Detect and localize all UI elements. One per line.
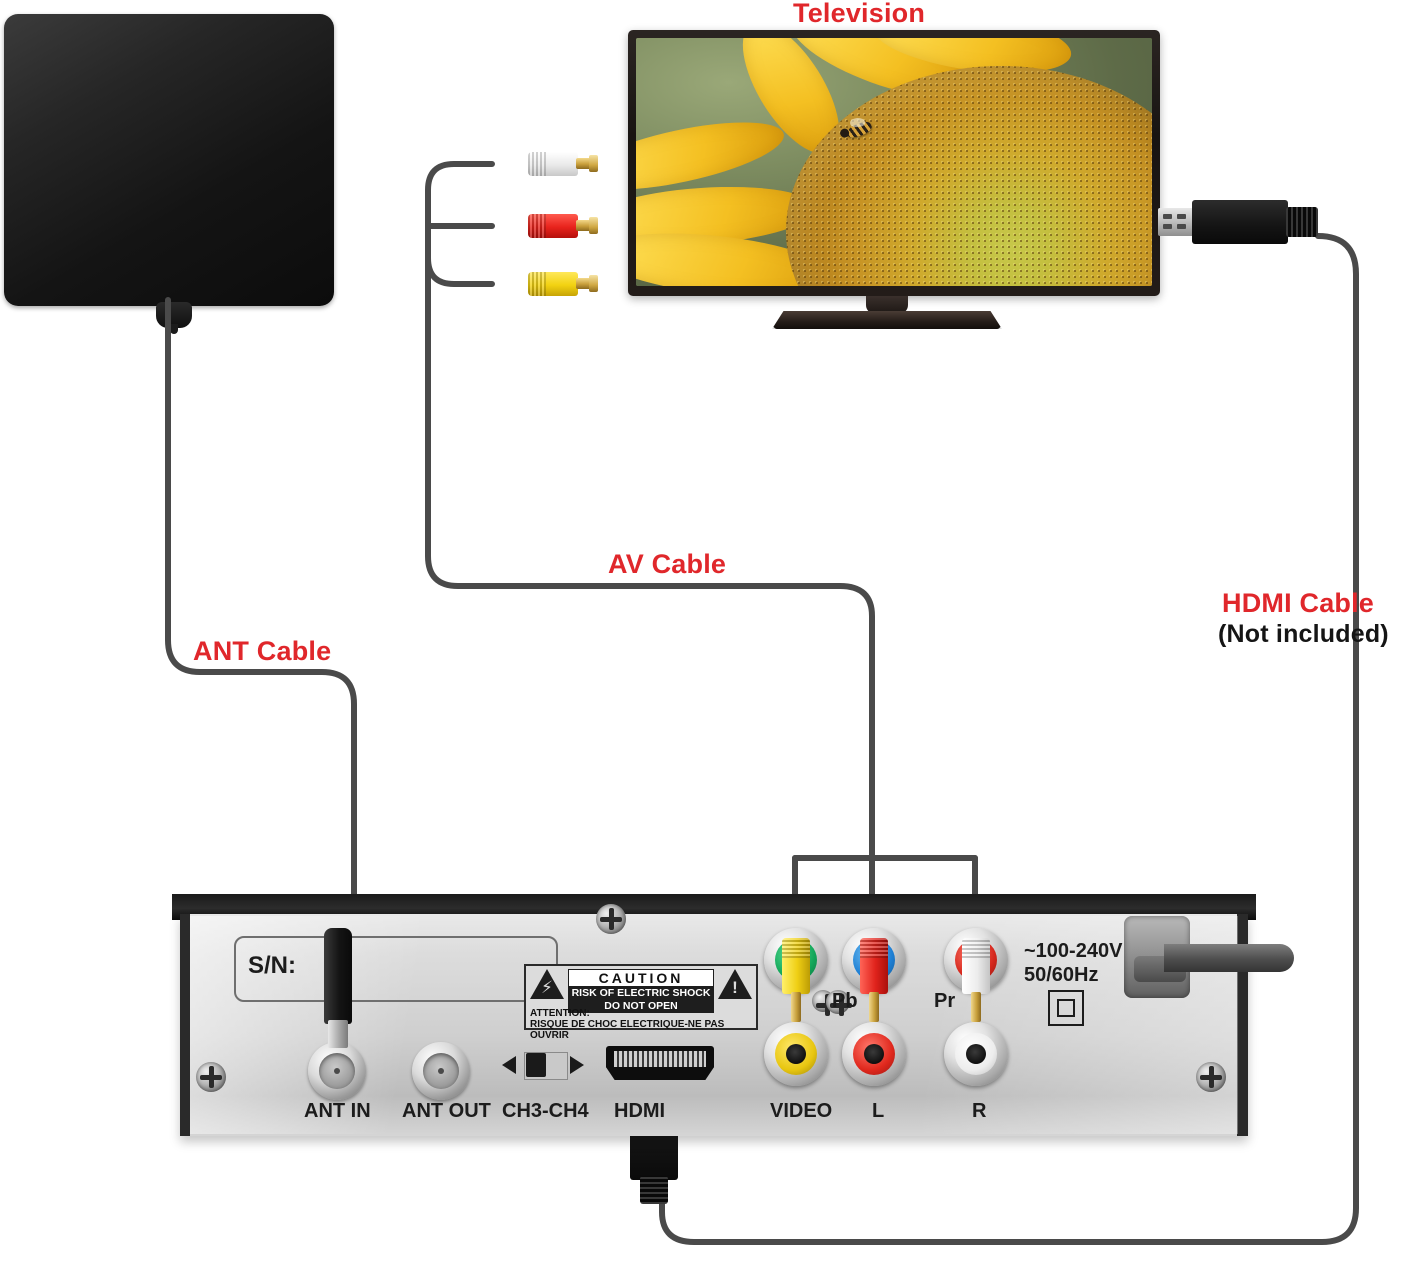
audio-right-label: R: [972, 1100, 987, 1122]
tv-stand-base: [772, 311, 1002, 329]
av-cable-label: AV Cable: [608, 549, 727, 579]
component-pb-label: Pb: [832, 990, 858, 1012]
tv-screen: [636, 38, 1152, 286]
rca-plug-audio-left-inserted: [860, 938, 888, 1022]
hdmi-cable-label: HDMI Cable: [1222, 588, 1375, 618]
ant-in-jack[interactable]: [308, 1042, 366, 1104]
power-rating-line1: ~100-240V: [1024, 940, 1123, 962]
panel-screw: [1196, 1062, 1226, 1092]
caution-plate: ⚡ CAUTION RISK OF ELECTRIC SHOCK DO NOT …: [524, 964, 758, 1041]
panel-screw: [596, 904, 626, 934]
audio-left-label: L: [872, 1100, 885, 1122]
panel-screw: [196, 1062, 226, 1092]
switch-arrow-right-icon: [570, 1056, 584, 1074]
television: [628, 30, 1160, 296]
hdmi-not-included-label: (Not included): [1218, 620, 1389, 648]
power-cord: [1164, 944, 1294, 972]
caution-line2: DO NOT OPEN: [568, 1000, 714, 1013]
caution-attention: ATTENTION:: [530, 1008, 590, 1019]
power-rating-line2: 50/60Hz: [1024, 964, 1099, 986]
caution-line1: RISK OF ELECTRIC SHOCK: [568, 987, 714, 1000]
panel-screw: [826, 990, 852, 1016]
caution-title: CAUTION: [568, 969, 714, 987]
ant-out-label: ANT OUT: [402, 1100, 491, 1122]
rca-plug-audio-right-inserted: [962, 938, 990, 1022]
ch-switch-knob[interactable]: [526, 1053, 546, 1077]
digital-tv-converter-box: S/N: ANT IN ANT OUT CH3-CH4 ⚡ CAUTION: [172, 894, 1294, 1146]
hdmi-connector-boot-top: [1286, 207, 1318, 237]
hdmi-connector-shell-top: [1192, 200, 1288, 244]
ant-out-jack[interactable]: [412, 1042, 470, 1104]
rca-plug-red: [514, 214, 598, 238]
video-label: VIDEO: [770, 1100, 833, 1122]
rca-plug-video-inserted: [782, 938, 810, 1022]
audio-right-jack[interactable]: [944, 1022, 1008, 1086]
audio-left-jack[interactable]: [842, 1022, 906, 1086]
video-jack[interactable]: [764, 1022, 828, 1086]
ch-switch-label: CH3-CH4: [502, 1100, 589, 1122]
component-pr-label: Pr: [934, 990, 956, 1012]
ant-in-label: ANT IN: [304, 1100, 371, 1122]
hdmi-port-contacts: [614, 1051, 706, 1067]
rca-plug-yellow: [514, 272, 598, 296]
hdmi-connector-boot-bottom: [640, 1176, 668, 1204]
coax-plug-ferrule: [328, 1020, 348, 1048]
hdmi-port-label: HDMI: [614, 1100, 666, 1122]
ant-cable-label: ANT Cable: [193, 636, 332, 666]
antenna-cable-strain-relief: [156, 302, 192, 334]
television-label: Television: [793, 0, 926, 28]
electric-shock-icon: ⚡: [530, 969, 564, 1001]
caution-attention-fr: RISQUE DE CHOC ELECTRIQUE-NE PAS OUVRIR: [530, 1019, 725, 1041]
serial-number-label: S/N:: [248, 952, 296, 979]
warning-exclamation-icon: !: [718, 969, 752, 1001]
rca-plug-white: [514, 152, 598, 176]
switch-arrow-left-icon: [502, 1056, 516, 1074]
coax-plug-body: [324, 928, 352, 1024]
indoor-antenna: [4, 14, 334, 334]
hdmi-connector-tip-top: [1158, 208, 1194, 236]
double-insulated-icon: [1048, 990, 1084, 1026]
